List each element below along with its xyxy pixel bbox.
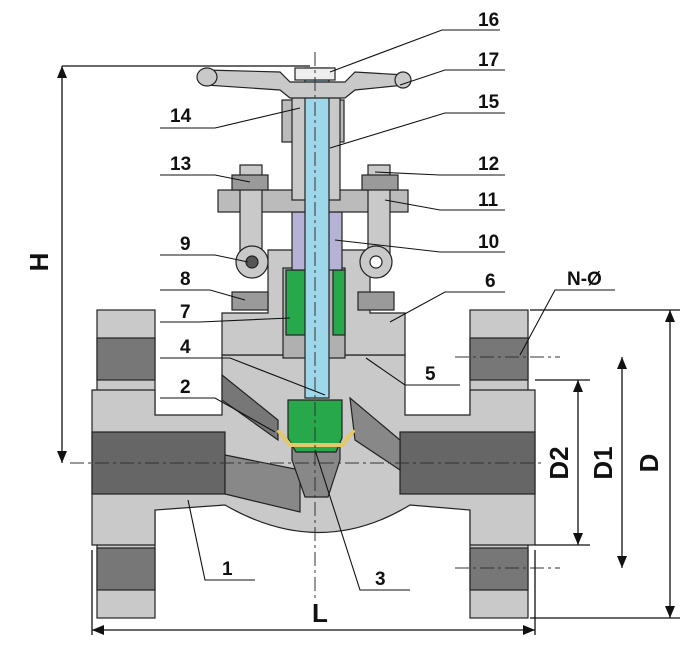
label-13: 13 (170, 154, 191, 175)
label-17: 17 (478, 50, 499, 71)
label-11: 11 (478, 190, 499, 211)
valve-body-group (91, 67, 536, 619)
right-flange-bolt-top (469, 337, 529, 381)
nut-right-bottom (357, 291, 395, 311)
dimension-L: L (312, 598, 328, 628)
dimension-H: H (24, 253, 54, 272)
arrowheads (57, 66, 675, 635)
label-2: 2 (180, 377, 191, 398)
label-9: 9 (180, 234, 191, 255)
label-1: 1 (222, 559, 233, 580)
nut-right-top (361, 174, 399, 191)
eyebolt-right-hole (369, 255, 383, 269)
handwheel-knob-right (394, 71, 412, 89)
packing-right (332, 269, 346, 336)
label-16: 16 (478, 10, 499, 31)
centerlines (70, 52, 560, 600)
dimension-N-dia: N-Ø (567, 269, 602, 290)
dimension-D2: D2 (544, 446, 574, 479)
label-12: 12 (478, 154, 499, 175)
gate-wedge-head (287, 399, 343, 453)
leader-lines (160, 29, 615, 591)
label-7: 7 (180, 302, 191, 323)
label-6: 6 (485, 271, 496, 292)
label-15: 15 (478, 92, 500, 113)
left-flange-bolt-bottom (96, 547, 156, 591)
dimension-lines (61, 65, 680, 635)
handwheel-knob-left (196, 67, 218, 87)
dimension-D1: D1 (588, 446, 618, 479)
dimension-D: D (634, 454, 664, 473)
label-10: 10 (478, 232, 499, 253)
gasket-ring (276, 428, 356, 447)
right-seat (349, 396, 401, 472)
right-flange-bolt-bottom (469, 547, 529, 591)
label-8: 8 (180, 269, 191, 290)
left-flange-bolt-top (96, 337, 156, 381)
stem (304, 67, 330, 399)
left-seat (224, 454, 301, 513)
label-5: 5 (425, 364, 436, 385)
label-4: 4 (180, 337, 191, 358)
nut-left-top (231, 174, 269, 191)
label-3: 3 (375, 569, 386, 590)
left-seat-upper (221, 373, 279, 442)
nut-left-bottom (231, 291, 269, 311)
label-14: 14 (170, 106, 192, 127)
